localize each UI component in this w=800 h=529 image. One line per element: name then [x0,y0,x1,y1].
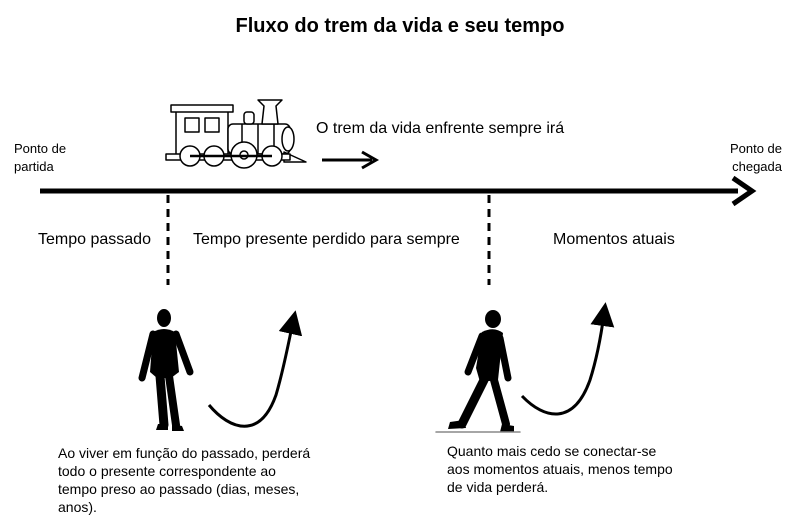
diagram-title: Fluxo do trem da vida e seu tempo [235,15,565,37]
start-point-text: Ponto de partida [14,141,67,174]
period-current-moments-label: Momentos atuais [553,231,675,248]
curved-arrow-icon [207,310,303,428]
end-point-label: Ponto de chegada [730,140,782,176]
timeline-arrow [40,175,757,207]
period-past-label: Tempo passado [38,231,151,248]
person-walking-icon [435,310,521,433]
end-point-text: Ponto de chegada [729,141,782,174]
curved-arrow-icon [520,302,615,416]
train-caption: O trem da vida enfrente sempre irá [316,120,565,137]
present-connection-note: Quanto mais cedo se conectar-se aos mome… [447,443,673,495]
arrow-right-icon [322,150,380,170]
person-standing-icon [138,309,194,431]
train-icon [165,99,307,169]
start-point-label: Ponto de partida [14,140,66,176]
past-living-note: Ao viver em função do passado, perderá t… [58,445,311,515]
period-lost-present-label: Tempo presente perdido para sempre [193,231,460,248]
